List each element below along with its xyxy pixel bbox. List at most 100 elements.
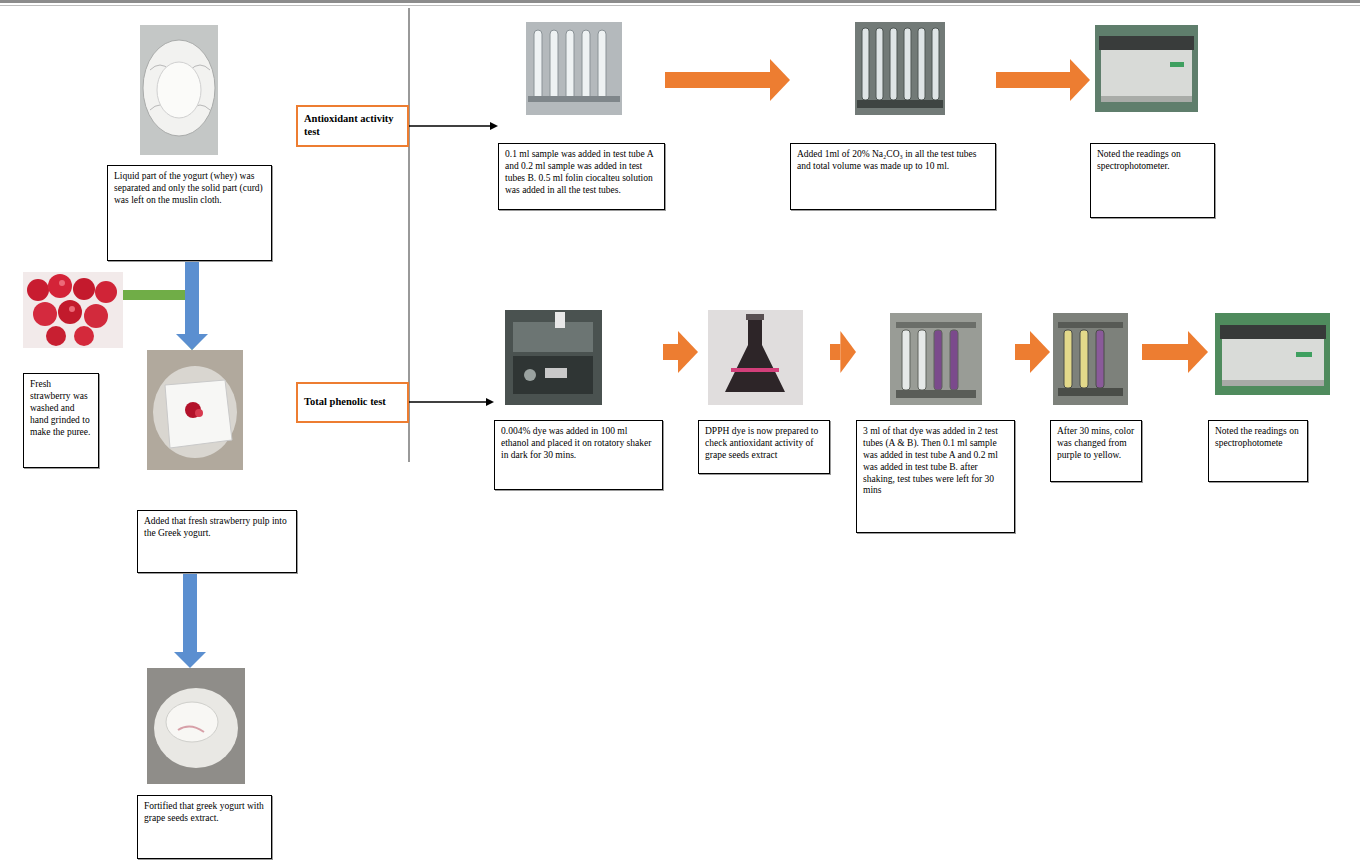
yogurt-photo — [140, 25, 218, 155]
process-step: Added 1ml of 20% Na₂CO₃ in all the test … — [790, 22, 996, 210]
caption-text: Noted the readings on spectrophotomete — [1215, 426, 1301, 450]
connector — [409, 122, 498, 130]
test-tube-rack-photo — [890, 28, 897, 100]
test-tube-photo — [550, 30, 558, 100]
connector — [174, 573, 206, 668]
process-step: 3 ml of that dye was added in 2 test tub… — [856, 313, 1015, 533]
strawberry-photo — [69, 306, 75, 312]
yogurt-photo — [140, 25, 218, 155]
test-tube-rack-photo — [855, 22, 945, 115]
connector — [1142, 331, 1208, 373]
yogurt-bowl-photo — [147, 668, 245, 784]
test-tube-rack-photo — [1058, 322, 1123, 328]
caption-box: Noted the readings on spectrophotomete — [1208, 420, 1308, 482]
puree-photo — [165, 380, 232, 448]
strawberry-photo — [27, 279, 49, 301]
arrow-line-shaft — [409, 125, 490, 126]
process-step: 0.1 ml sample was added in test tube A a… — [498, 22, 665, 210]
strawberry-photo — [84, 304, 108, 328]
connector — [663, 331, 698, 373]
spectrophotometer-photo — [1095, 25, 1198, 112]
caption-text: Fortified that greek yogurt with grape s… — [144, 801, 265, 825]
shaker-photo — [545, 368, 567, 378]
strawberry-photo — [48, 274, 72, 298]
spectrophotometer-photo — [1095, 25, 1198, 112]
arrow-head — [176, 334, 208, 350]
test-tube-rack-photo — [896, 322, 976, 328]
spectrophotometer-photo — [1215, 313, 1330, 395]
strawberry-photo — [73, 278, 95, 300]
test-tube-rack-photo — [918, 330, 926, 390]
block-arrow-shaft — [830, 344, 840, 360]
spectrophotometer-photo — [1296, 352, 1312, 357]
test-tube-rack-photo — [902, 330, 910, 390]
spectrophotometer-photo — [1222, 380, 1324, 386]
spectrophotometer-photo — [1215, 313, 1330, 395]
caption-box: 3 ml of that dye was added in 2 test tub… — [856, 420, 1015, 533]
caption-box: Added 1ml of 20% Na₂CO₃ in all the test … — [790, 143, 996, 210]
page-rule — [0, 0, 1360, 3]
strawberry-photo — [23, 272, 123, 348]
arrow-head — [174, 652, 206, 668]
spectrophotometer-photo — [1101, 96, 1192, 102]
page-rule — [0, 0, 1360, 6]
yogurt-photo — [143, 40, 215, 136]
test-label-box: Antioxidant activity test — [296, 105, 409, 147]
caption-box: Fresh strawberry was washed and hand gri… — [23, 373, 99, 468]
process-step: DPPH dye is now prepared to check antiox… — [698, 310, 830, 474]
puree-photo — [195, 409, 203, 417]
block-arrow-shaft — [1142, 344, 1188, 360]
block-arrow-shaft — [123, 295, 192, 338]
connector — [665, 59, 790, 101]
strawberry-photo — [95, 281, 117, 303]
arrow-head — [1030, 331, 1050, 373]
caption-box: After 30 mins, color was changed from pu… — [1050, 420, 1142, 482]
test-tube-rack-photo — [1053, 313, 1128, 405]
caption-text: Added that fresh strawberry pulp into th… — [144, 516, 290, 540]
test-tube-photo — [526, 22, 622, 115]
shaker-photo — [524, 369, 536, 381]
yogurt-bowl-photo — [178, 726, 204, 732]
shaker-photo — [505, 310, 602, 405]
label-text: Antioxidant activity test — [304, 113, 401, 138]
flask-photo — [708, 310, 803, 405]
test-tube-rack-photo — [890, 313, 982, 405]
test-tube-rack-photo — [918, 28, 925, 100]
connector — [1015, 331, 1050, 373]
label-text: Total phenolic test — [304, 396, 401, 409]
caption-box: Added that fresh strawberry pulp into th… — [137, 510, 297, 573]
caption-text: Fresh strawberry was washed and hand gri… — [30, 379, 92, 438]
test-tube-rack-photo — [934, 330, 942, 390]
test-tube-rack-photo — [1058, 388, 1123, 396]
caption-box: 0.004% dye was added in 100 ml ethanol a… — [494, 420, 663, 490]
test-tube-photo — [582, 30, 590, 100]
flask-photo — [725, 318, 785, 392]
connector — [176, 261, 208, 350]
test-tube-rack-photo — [890, 313, 982, 405]
arrow-head — [1070, 59, 1090, 101]
arrow-head — [486, 398, 494, 406]
strawberry-photo — [74, 326, 94, 346]
puree-photo — [153, 366, 237, 458]
test-tube-rack-photo — [855, 22, 945, 115]
arrow-head — [678, 331, 698, 373]
caption-text: 0.004% dye was added in 100 ml ethanol a… — [501, 426, 656, 462]
arrow-head — [770, 59, 790, 101]
caption-box: Fortified that greek yogurt with grape s… — [137, 795, 272, 859]
test-tube-photo — [534, 30, 542, 100]
test-tube-rack-photo — [932, 28, 939, 100]
shaker-photo — [505, 310, 602, 405]
spectrophotometer-photo — [1099, 36, 1194, 50]
process-step: Added that fresh strawberry pulp into th… — [137, 350, 297, 573]
caption-text: Liquid part of the yogurt (whey) was sep… — [114, 171, 265, 207]
test-tube-photo — [528, 96, 620, 102]
connector — [830, 331, 856, 373]
caption-text: 3 ml of that dye was added in 2 test tub… — [863, 426, 1008, 497]
test-tube-rack-photo — [857, 100, 943, 108]
puree-photo — [147, 350, 243, 470]
caption-text: Added 1ml of 20% Na₂CO₃ in all the test … — [797, 149, 989, 173]
process-step: Fortified that greek yogurt with grape s… — [137, 668, 272, 859]
